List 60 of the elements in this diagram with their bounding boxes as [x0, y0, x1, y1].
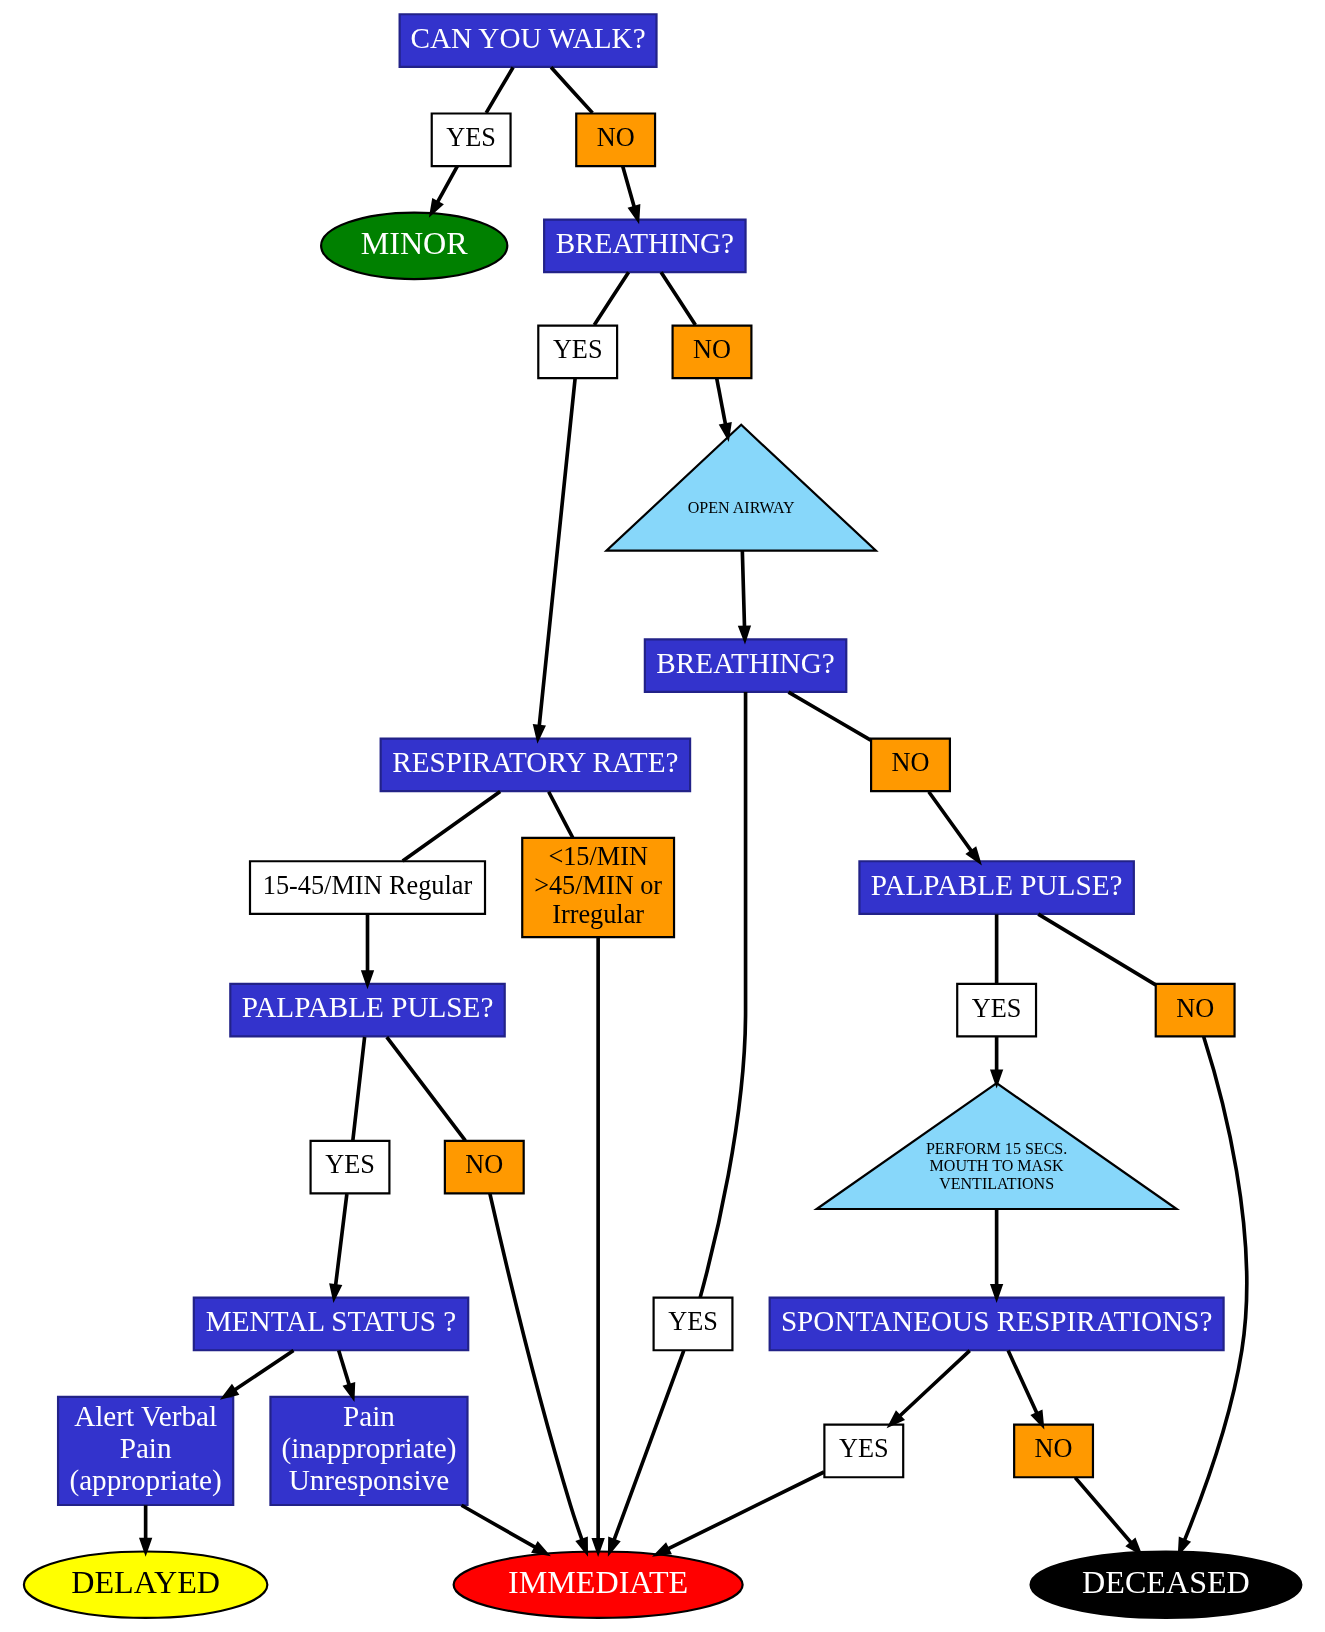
connector	[659, 271, 697, 326]
node-box: YES	[652, 1296, 734, 1352]
node-box: NO	[671, 324, 753, 380]
connector	[547, 790, 575, 839]
node-ellipse: DECEASED	[1029, 1550, 1303, 1620]
arrow	[329, 1193, 349, 1304]
connector	[592, 271, 631, 326]
node-box: Pain (inappropriate) Unresponsive	[269, 1395, 469, 1507]
arrow	[360, 914, 375, 990]
node-box: YES	[823, 1423, 905, 1479]
node-box: YES	[430, 112, 512, 168]
node-box: <15/MIN >45/MIN or Irregular	[521, 836, 676, 939]
node-box: NO	[1154, 982, 1236, 1038]
arrow	[651, 1470, 825, 1557]
connector	[1037, 912, 1157, 987]
node-ellipse: DELAYED	[22, 1550, 269, 1620]
node-box: CAN YOU WALK?	[398, 13, 658, 68]
node-ellipse: IMMEDIATE	[452, 1550, 744, 1620]
node-box: Alert Verbal Pain (appropriate)	[56, 1395, 235, 1507]
arrow	[1006, 1349, 1045, 1430]
node-box: PALPABLE PULSE?	[858, 860, 1135, 915]
node-box: BREATHING?	[543, 218, 747, 274]
arrow	[737, 551, 752, 645]
connector	[351, 1036, 367, 1141]
node-box: 15-45/MIN Regular	[248, 860, 487, 915]
connector	[787, 690, 872, 742]
arrow	[607, 1350, 686, 1557]
arrow	[488, 1193, 588, 1557]
arrow	[138, 1505, 153, 1557]
node-box: MENTAL STATUS ?	[192, 1296, 470, 1352]
node-box: NO	[1013, 1423, 1095, 1479]
arrow	[336, 1350, 356, 1403]
arrow	[532, 378, 577, 744]
node-box: YES	[537, 324, 619, 380]
node-box: YES	[309, 1139, 391, 1195]
connector	[549, 66, 594, 115]
arrow	[989, 1037, 1004, 1089]
arrow	[886, 1349, 971, 1429]
node-box: PALPABLE PULSE?	[229, 982, 506, 1038]
arrow	[620, 165, 641, 225]
node-box: NO	[870, 737, 951, 793]
arrow	[219, 1349, 295, 1400]
node-box: NO	[575, 112, 657, 168]
connector	[401, 790, 502, 863]
connector	[385, 1035, 467, 1142]
node-box: SPONTANEOUS RESPIRATIONS?	[768, 1296, 1225, 1352]
arrow	[428, 165, 459, 218]
node-box: BREATHING?	[643, 638, 848, 694]
node-box: YES	[956, 982, 1038, 1038]
connector	[484, 66, 515, 114]
connector	[994, 914, 999, 984]
arrow	[715, 378, 732, 443]
node-box: NO	[443, 1139, 525, 1195]
arrow	[591, 937, 605, 1558]
node-box: RESPIRATORY RATE?	[379, 737, 692, 793]
arrow	[927, 790, 982, 866]
node-ellipse: MINOR	[320, 211, 509, 281]
connector	[698, 692, 748, 1298]
arrow	[989, 1209, 1004, 1303]
arrow	[460, 1503, 551, 1557]
